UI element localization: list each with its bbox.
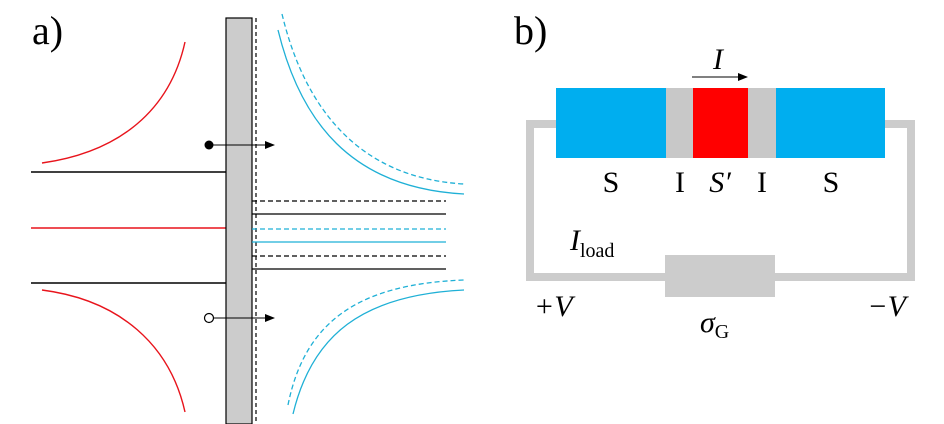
layer-label-s-left: S [603, 166, 620, 199]
left-superconductor [556, 88, 666, 158]
layer-label-i-left: I [675, 166, 685, 199]
circuit-wire [526, 120, 915, 281]
filled-circle-icon [204, 140, 214, 150]
load-current-symbol: I [569, 224, 582, 257]
panel-a: a) [31, 8, 465, 424]
conductance-subscript: G [715, 321, 729, 343]
load-resistor [665, 255, 775, 297]
open-circle-icon [203, 312, 215, 324]
load-current-label: Iload [569, 224, 614, 262]
conductance-label: σG [700, 306, 729, 343]
barrier [225, 17, 253, 424]
layer-label-i-right: I [757, 166, 767, 199]
left-upper-red-curve [41, 41, 186, 164]
panel-a-label: a) [32, 8, 63, 53]
layer-label-s-prime: S′ [709, 166, 731, 199]
load-current-subscript: load [580, 240, 614, 262]
panel-b-label: b) [514, 8, 547, 53]
right-upper-cyan-dashed-curve [281, 13, 465, 185]
conductance-symbol: σ [700, 306, 716, 339]
layer-label-s-right: S [823, 166, 840, 199]
right-lower-cyan-curve [292, 289, 465, 415]
normal-region [693, 88, 748, 158]
left-insulator [666, 88, 693, 158]
right-terminal-label: −V [867, 290, 909, 323]
panel-b: b) I S I S′ I S Iload +V −V σG [514, 8, 915, 343]
current-label: I [712, 43, 725, 76]
right-insulator [748, 88, 776, 158]
right-lower-cyan-dashed-curve [287, 279, 465, 406]
right-superconductor [776, 88, 885, 158]
right-upper-cyan-curve [277, 29, 465, 195]
left-terminal-label: +V [534, 290, 576, 323]
left-lower-red-curve [41, 289, 186, 413]
